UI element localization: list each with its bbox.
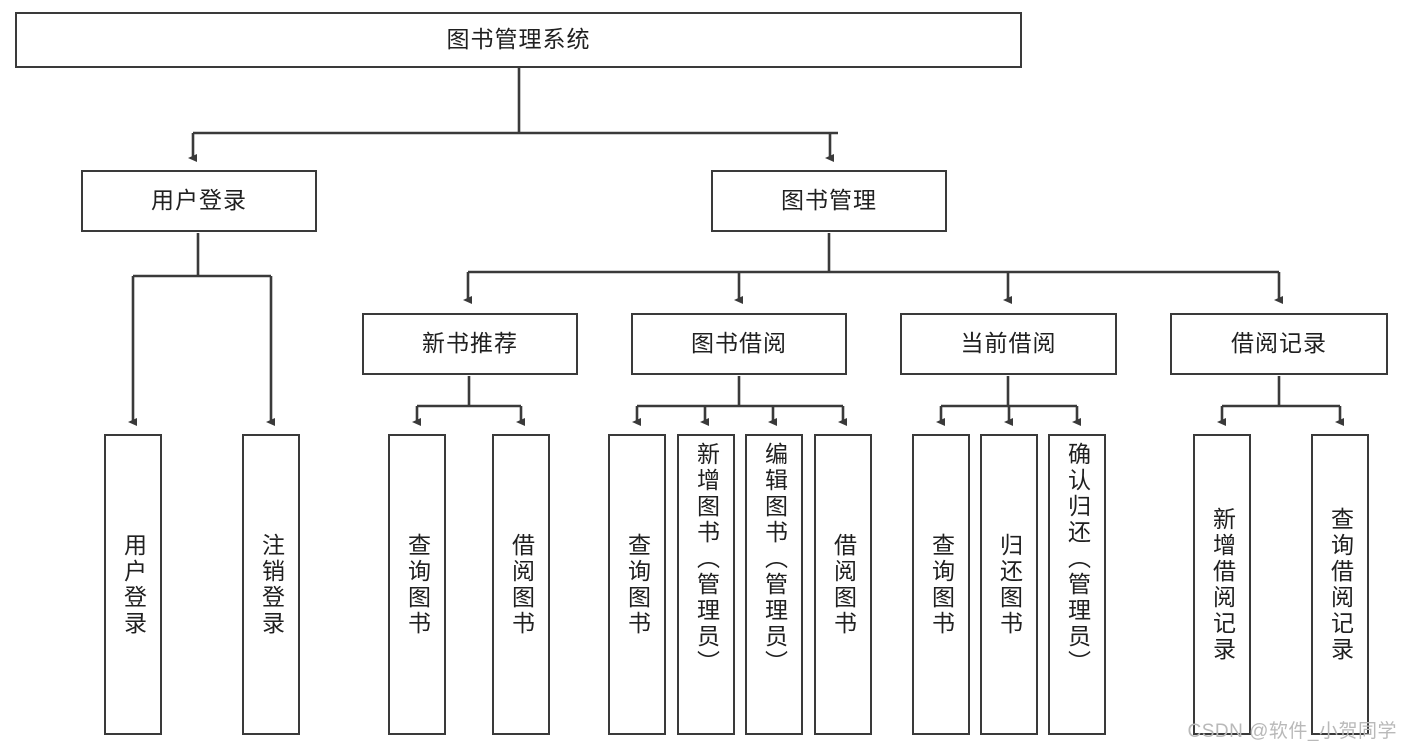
leaf-query-book-recommend[interactable]: 查询图书 <box>388 434 446 735</box>
node-label: 查询图书 <box>928 532 955 637</box>
leaf-add-borrow-record[interactable]: 新增借阅记录 <box>1193 434 1251 735</box>
node-label: 图书管理 <box>781 187 877 214</box>
node-new-book-recommend[interactable]: 新书推荐 <box>362 313 578 375</box>
node-label: 编辑图书（管理员） <box>761 442 788 676</box>
node-label: 新增图书（管理员） <box>693 442 720 676</box>
leaf-user-login[interactable]: 用户登录 <box>104 434 162 735</box>
leaf-query-book-borrow[interactable]: 查询图书 <box>608 434 666 735</box>
leaf-confirm-return-admin[interactable]: 确认归还（管理员） <box>1048 434 1106 735</box>
node-label: 借阅图书 <box>508 532 535 637</box>
node-label: 用户登录 <box>120 532 147 637</box>
node-label: 查询图书 <box>624 532 651 637</box>
node-root-book-management-system[interactable]: 图书管理系统 <box>15 12 1022 68</box>
node-book-borrow[interactable]: 图书借阅 <box>631 313 847 375</box>
node-borrow-record[interactable]: 借阅记录 <box>1170 313 1388 375</box>
node-label: 图书管理系统 <box>446 26 591 53</box>
node-label: 确认归还（管理员） <box>1064 442 1091 676</box>
node-label: 查询图书 <box>404 532 431 637</box>
leaf-borrow-book[interactable]: 借阅图书 <box>814 434 872 735</box>
node-label: 借阅图书 <box>830 532 857 637</box>
node-current-borrow[interactable]: 当前借阅 <box>900 313 1117 375</box>
leaf-add-book-admin[interactable]: 新增图书（管理员） <box>677 434 735 735</box>
node-label: 归还图书 <box>996 532 1023 637</box>
leaf-return-book[interactable]: 归还图书 <box>980 434 1038 735</box>
leaf-user-logout[interactable]: 注销登录 <box>242 434 300 735</box>
node-label: 用户登录 <box>151 187 247 214</box>
node-label: 借阅记录 <box>1231 330 1327 357</box>
leaf-query-book-current[interactable]: 查询图书 <box>912 434 970 735</box>
csdn-watermark: CSDN @软件_小贺同学 <box>1187 721 1397 742</box>
node-label: 新书推荐 <box>422 330 518 357</box>
node-label: 查询借阅记录 <box>1327 506 1354 663</box>
node-book-management[interactable]: 图书管理 <box>711 170 947 232</box>
node-label: 图书借阅 <box>691 330 787 357</box>
node-label: 当前借阅 <box>960 330 1057 357</box>
leaf-edit-book-admin[interactable]: 编辑图书（管理员） <box>745 434 803 735</box>
leaf-query-borrow-record[interactable]: 查询借阅记录 <box>1311 434 1369 735</box>
node-label: 新增借阅记录 <box>1209 506 1236 663</box>
leaf-borrow-book-recommend[interactable]: 借阅图书 <box>492 434 550 735</box>
node-user-login[interactable]: 用户登录 <box>81 170 317 232</box>
node-label: 注销登录 <box>258 532 285 637</box>
